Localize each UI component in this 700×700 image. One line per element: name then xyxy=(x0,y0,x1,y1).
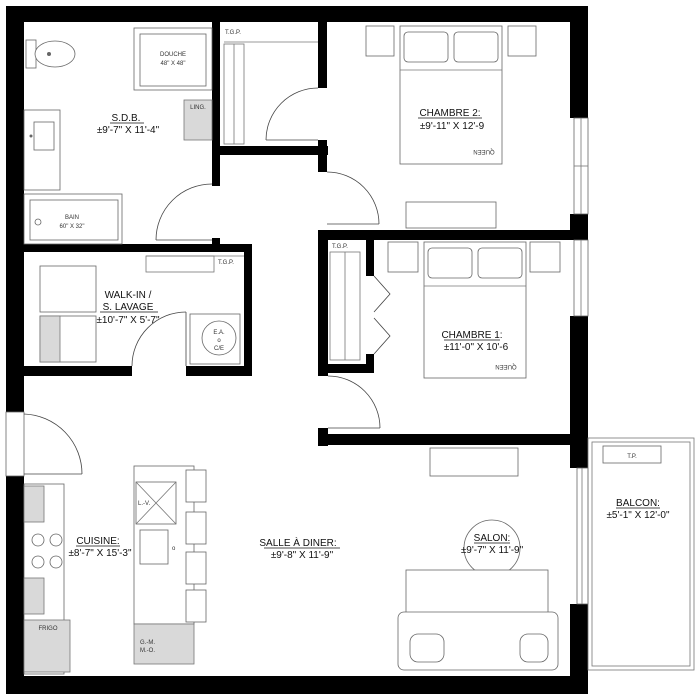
balcon-dim: ±5'-1" X 12'-0" xyxy=(606,510,670,521)
walkin-name-2: S. LAVAGE xyxy=(103,302,154,313)
shower-label: DOUCHE xyxy=(160,52,186,58)
balcony xyxy=(587,437,695,671)
walkin-tgp-label: T.G.P. xyxy=(218,260,234,266)
bed2-size-label: QUEEN xyxy=(473,148,494,154)
walkin-name-1: WALK-IN / xyxy=(105,290,152,301)
bathtub-label: BAIN xyxy=(65,215,79,221)
balcony-tp-label: T.P. xyxy=(627,454,637,460)
island-o: o xyxy=(172,546,176,552)
doors xyxy=(23,87,391,475)
salon-dim: ±9'-7" X 11'-9" xyxy=(461,545,524,556)
linen-label: LING. xyxy=(190,105,206,111)
kitchen-fixtures: FRIGO L.-V. o G.-M. M.-O. xyxy=(23,465,207,675)
bed1-size-label: QUEEN xyxy=(495,363,516,369)
living-furniture xyxy=(397,447,559,671)
room-labels: S.D.B. ±9'-7" X 11'-4" CHAMBRE 2: ±9'-11… xyxy=(68,108,670,561)
bathroom-fixtures: DOUCHE 48" X 48" LING. BAIN 60" X 32" xyxy=(23,27,213,245)
exterior-walls xyxy=(6,6,588,694)
closet-fixtures: T.G.P. xyxy=(223,30,318,145)
microwave-label-line2: M.-O. xyxy=(140,648,155,654)
salle-name: SALLE À DINER: xyxy=(259,536,336,549)
chambre1-dim: ±11'-0" X 10'-6 xyxy=(444,342,509,353)
cuisine-name: CUISINE: xyxy=(76,536,119,547)
cuisine-dim: ±8'-7" X 15'-3" xyxy=(68,548,132,559)
salon-name: SALON: xyxy=(474,533,511,544)
bedroom1-furniture: T.G.P. QUEEN xyxy=(329,241,561,379)
water-heater-o: o xyxy=(217,338,221,344)
shower-size: 48" X 48" xyxy=(161,61,186,67)
closet-tgp-label: T.G.P. xyxy=(225,30,241,36)
dishwasher-label: L.-V. xyxy=(138,501,150,507)
sdb-dim: ±9'-7" X 11'-4" xyxy=(97,125,160,136)
interior-walls xyxy=(24,22,570,446)
walkin-fixtures: T.G.P. E.A. o C/E xyxy=(39,255,244,365)
closet1-tgp-label: T.G.P. xyxy=(332,244,348,250)
water-heater-ce: C/E xyxy=(214,346,224,352)
fridge-label: FRIGO xyxy=(39,626,58,632)
bathtub-size: 60" X 32" xyxy=(60,224,85,230)
microwave-label-line1: G.-M. xyxy=(140,640,155,646)
chambre1-name: CHAMBRE 1: xyxy=(441,330,502,341)
windows xyxy=(5,117,589,605)
bedroom2-furniture: QUEEN xyxy=(365,25,537,229)
chambre2-dim: ±9'-11" X 12'-9 xyxy=(420,121,485,132)
water-heater-label: E.A. xyxy=(213,330,225,336)
sdb-name: S.D.B. xyxy=(112,113,141,124)
salle-dim: ±9'-8" X 11'-9" xyxy=(271,550,334,561)
chambre2-name: CHAMBRE 2: xyxy=(419,108,480,119)
balcon-name: BALCON: xyxy=(616,498,660,509)
walkin-dim: ±10'-7" X 5'-7" xyxy=(96,315,160,326)
